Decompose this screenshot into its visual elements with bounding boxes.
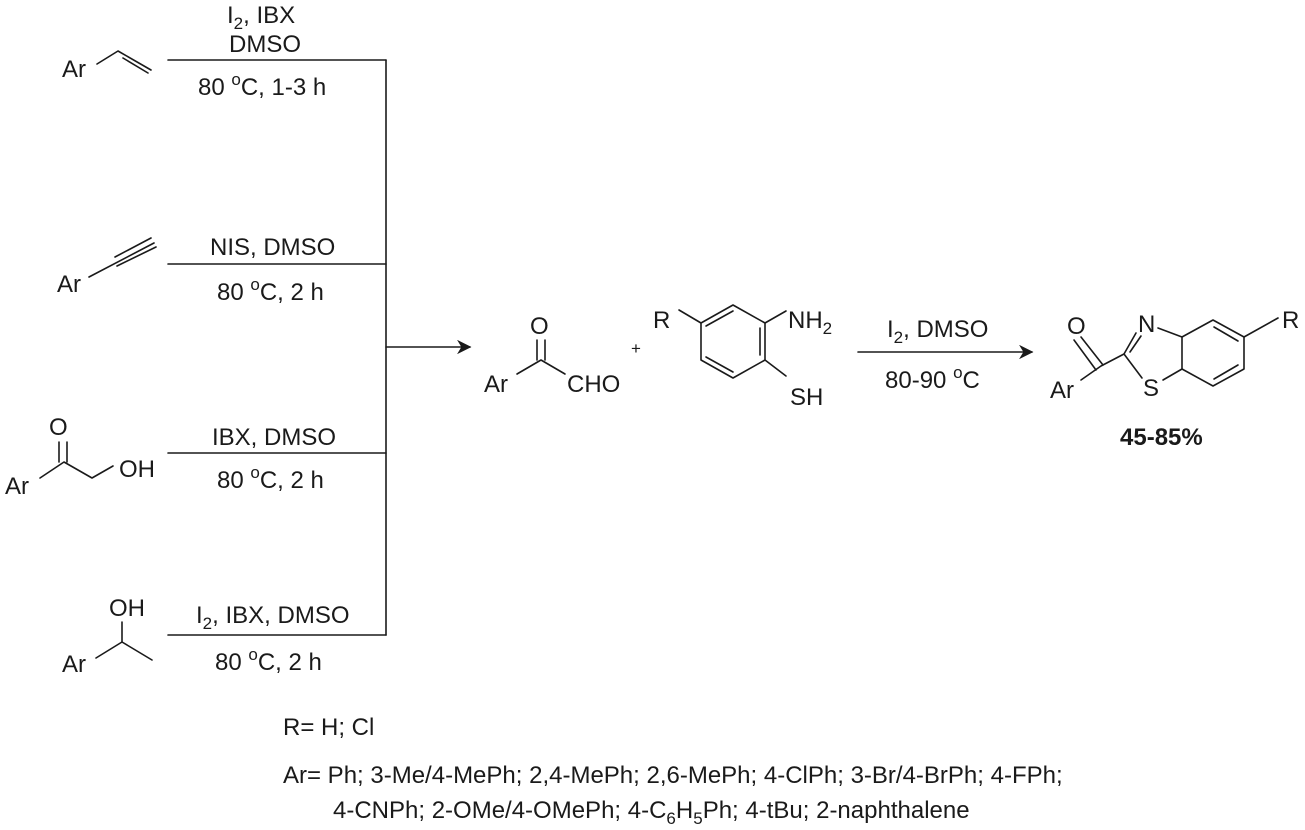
- product-s-label: S: [1143, 375, 1159, 402]
- hydroxyketone-substrate: O Ar OH: [5, 414, 155, 500]
- glyoxal-ar-label: Ar: [484, 371, 508, 398]
- hydroxyketone-ar-label: Ar: [5, 473, 29, 500]
- aminothiophenol-ring: [700, 304, 766, 379]
- alkyne-conditions: NIS, DMSO 80 oC, 2 h: [210, 234, 335, 306]
- alcohol-bonds: [95, 641, 153, 661]
- alkyne-bond-3: [116, 246, 157, 267]
- hydroxyketone-o-label: O: [49, 414, 68, 441]
- r-definition: R= H; Cl: [283, 714, 374, 741]
- product-carbonyl: [1073, 336, 1104, 371]
- alkyne-triple-bond: [88, 242, 155, 278]
- aminothiophenol-ring-inner: [705, 310, 761, 373]
- alkyne-ar-label: Ar: [57, 271, 81, 298]
- cyclization-reagents: I2, DMSO: [887, 316, 988, 347]
- styrene-double-bond: [122, 57, 149, 74]
- styrene-reagents: I2, IBX: [227, 2, 295, 33]
- product-benzo-ring: [1181, 319, 1245, 387]
- styrene-substrate: Ar: [62, 50, 152, 83]
- ar-definition-line2: 4-CNPh; 2-OMe/4-OMePh; 4-C6H5Ph; 4-tBu; …: [333, 797, 970, 828]
- glyoxal-o-label: O: [530, 313, 549, 340]
- aminothiophenol-sh-bond: [764, 359, 787, 377]
- aminothiophenol-nh2-label: NH2: [788, 307, 832, 338]
- alcohol-oh-label: OH: [109, 595, 145, 622]
- styrene-conditions: I2, IBX DMSO 80 oC, 1-3 h: [198, 2, 326, 101]
- product-thiazole-c2: [1123, 332, 1143, 379]
- alkyne-temperature: 80 oC, 2 h: [217, 275, 324, 306]
- product-benzo-inner: [1213, 326, 1239, 380]
- alcohol-ar-label: Ar: [62, 651, 86, 678]
- hydroxyketone-oh-label: OH: [119, 456, 155, 483]
- aminothiophenol-r-bond: [678, 309, 702, 324]
- alcohol-reagents: I2, IBX, DMSO: [196, 602, 350, 633]
- benzothiazole-product: O Ar N S R 45-85%: [1050, 307, 1299, 451]
- alcohol-conditions: I2, IBX, DMSO 80 oC, 2 h: [196, 602, 350, 676]
- product-acyl-bonds: [1080, 353, 1125, 381]
- footnotes: R= H; Cl Ar= Ph; 3-Me/4-MePh; 2,4-MePh; …: [283, 714, 1063, 828]
- ar-definition-line1: Ar= Ph; 3-Me/4-MePh; 2,4-MePh; 2,6-MePh;…: [283, 762, 1063, 789]
- product-thiazole-ring: [1157, 327, 1183, 381]
- product-r-label: R: [1282, 307, 1299, 334]
- alkyne-reagents: NIS, DMSO: [210, 234, 335, 261]
- glyoxal-intermediate: O Ar CHO: [484, 313, 620, 398]
- alkyne-bond-2: [114, 237, 152, 258]
- product-r-bond: [1243, 317, 1279, 338]
- product-ar-label: Ar: [1050, 377, 1074, 404]
- styrene-temperature: 80 oC, 1-3 h: [198, 70, 326, 101]
- product-n-label: N: [1138, 311, 1155, 338]
- plus-sign: +: [631, 339, 641, 358]
- aminothiophenol-nh2-bond: [764, 310, 787, 324]
- aminothiophenol: R NH2 SH: [653, 304, 832, 411]
- glyoxal-cho-label: CHO: [567, 371, 620, 398]
- cyclization-conditions: I2, DMSO 80-90 oC: [885, 316, 988, 394]
- hydroxyketone-temperature: 80 oC, 2 h: [217, 463, 324, 494]
- product-yield: 45-85%: [1120, 424, 1203, 451]
- alkyne-substrate: Ar: [57, 237, 157, 298]
- styrene-ar-label: Ar: [62, 56, 86, 83]
- cyclization-temperature: 80-90 oC: [885, 363, 980, 394]
- product-o-label: O: [1067, 313, 1086, 340]
- styrene-bonds: [96, 50, 152, 71]
- alcohol-substrate: OH Ar: [62, 595, 153, 678]
- alcohol-temperature: 80 oC, 2 h: [215, 645, 322, 676]
- aminothiophenol-r-label: R: [653, 307, 670, 334]
- glyoxal-carbonyl: [536, 339, 546, 361]
- hydroxyketone-reagents: IBX, DMSO: [212, 424, 336, 451]
- aminothiophenol-sh-label: SH: [790, 384, 823, 411]
- glyoxal-bonds: [516, 359, 566, 375]
- hydroxyketone-conditions: IBX, DMSO 80 oC, 2 h: [212, 424, 336, 494]
- styrene-solvent: DMSO: [229, 31, 301, 58]
- hydroxyketone-carbonyl: [58, 441, 68, 463]
- hydroxyketone-bonds: [39, 461, 114, 479]
